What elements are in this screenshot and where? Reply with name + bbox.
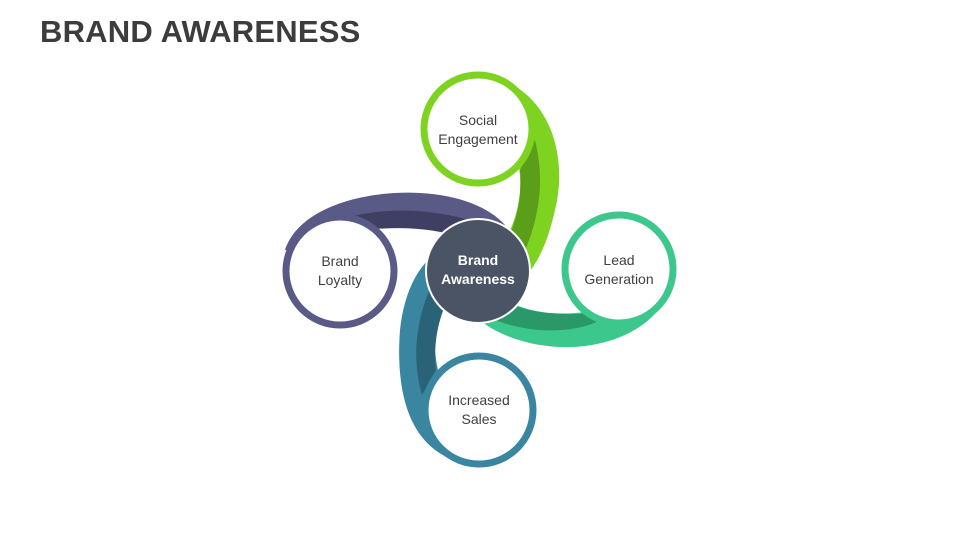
increased-sales-node bbox=[421, 352, 537, 468]
brand-loyalty-swoosh bbox=[285, 192, 505, 255]
lead-generation-node bbox=[561, 211, 677, 327]
slide-title: BRAND AWARENESS bbox=[40, 14, 361, 49]
lead-generation-label: Lead Generation bbox=[584, 252, 654, 287]
social-engagement-node bbox=[420, 71, 536, 187]
brand-awareness-center-node bbox=[425, 218, 531, 324]
brand-loyalty-node bbox=[282, 213, 398, 329]
increased-sales-label: Increased Sales bbox=[448, 392, 510, 427]
social-engagement-label: Social Engagement bbox=[438, 112, 518, 147]
brand-awareness-center-label: Brand Awareness bbox=[441, 252, 515, 287]
brand-loyalty-label: Brand Loyalty bbox=[317, 253, 363, 288]
